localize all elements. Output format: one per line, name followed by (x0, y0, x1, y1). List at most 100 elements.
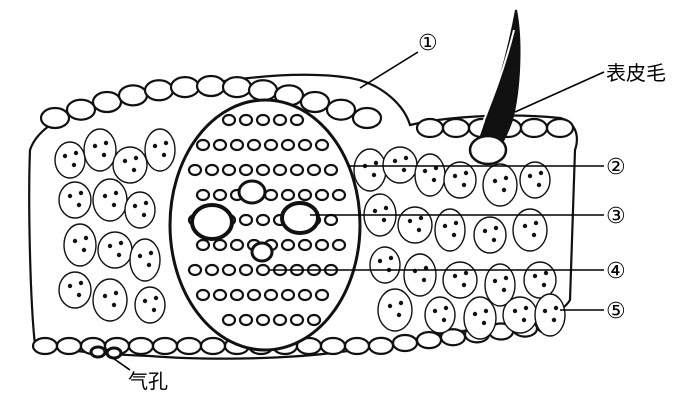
cell (33, 338, 57, 354)
cell (98, 232, 132, 268)
cell (333, 190, 345, 200)
chloroplast (68, 194, 72, 198)
cell (299, 240, 311, 250)
chloroplast (102, 153, 106, 157)
chloroplast (104, 141, 108, 145)
chloroplast (443, 224, 447, 228)
cell (354, 149, 386, 191)
cell (291, 165, 303, 175)
chloroplast (432, 178, 436, 182)
chloroplast (528, 174, 532, 178)
chloroplast (493, 279, 497, 283)
cell (265, 290, 277, 300)
chloroplast (423, 169, 427, 173)
label-part-2: ② (606, 155, 626, 180)
cell (316, 190, 328, 200)
cell (474, 217, 506, 253)
cell (257, 215, 269, 225)
cell (443, 262, 477, 298)
chloroplast (378, 259, 382, 263)
chloroplast (112, 203, 116, 207)
chloroplast (397, 313, 401, 317)
chloroplast (72, 163, 76, 167)
chloroplast (532, 233, 536, 237)
cell (265, 190, 277, 200)
cell (171, 77, 199, 97)
cell (231, 290, 243, 300)
chloroplast (382, 218, 386, 222)
cell (291, 115, 303, 125)
chloroplast (454, 221, 458, 225)
label-part-1: ① (418, 31, 438, 56)
chloroplast (149, 251, 153, 255)
cell (443, 119, 469, 137)
label-part-5: ⑤ (606, 299, 626, 324)
cell (257, 165, 269, 175)
cell (282, 240, 294, 250)
cell (257, 115, 269, 125)
cell (353, 108, 381, 128)
cell (231, 240, 243, 250)
cell (59, 272, 91, 308)
chloroplast (154, 296, 158, 300)
cell (125, 192, 155, 228)
cell (291, 315, 303, 325)
chloroplast (153, 144, 157, 148)
cell (206, 165, 218, 175)
chloroplast (494, 226, 498, 230)
chloroplast (389, 256, 393, 260)
chloroplast (73, 239, 77, 243)
cell (383, 147, 417, 183)
cell (93, 179, 127, 221)
cell (393, 335, 417, 351)
cell (129, 338, 153, 354)
cell (301, 92, 329, 112)
cell (214, 240, 226, 250)
chloroplast (453, 174, 457, 178)
label-part-4: ④ (606, 259, 626, 284)
cell (464, 297, 496, 339)
chloroplast (452, 233, 456, 237)
cell (417, 119, 443, 137)
cell (197, 76, 225, 96)
cell (316, 140, 328, 150)
chloroplast (84, 236, 88, 240)
cell (282, 190, 294, 200)
cell (299, 140, 311, 150)
chloroplast (537, 183, 541, 187)
chloroplast (114, 191, 118, 195)
vessel-right (282, 203, 318, 233)
chloroplast (417, 228, 421, 232)
cell (223, 77, 251, 97)
chloroplast (504, 276, 508, 280)
chloroplast (138, 254, 142, 258)
chloroplast (79, 191, 83, 195)
label-stoma: 气孔 (128, 369, 168, 393)
cell (197, 190, 209, 200)
chloroplast (462, 283, 466, 287)
chloroplast (539, 171, 543, 175)
cell (240, 215, 252, 225)
chloroplast (147, 263, 151, 267)
cell (93, 92, 121, 112)
cell (214, 140, 226, 150)
chloroplast (442, 318, 446, 322)
chloroplast (533, 274, 537, 278)
chloroplast (112, 303, 116, 307)
cell (206, 265, 218, 275)
chloroplast (408, 219, 412, 223)
cell (257, 315, 269, 325)
cell (308, 315, 320, 325)
cell (189, 265, 201, 275)
chloroplast (108, 244, 112, 248)
cell (282, 140, 294, 150)
cell (55, 142, 85, 178)
cell (214, 190, 226, 200)
cell (240, 115, 252, 125)
cell (201, 338, 225, 354)
cell (274, 115, 286, 125)
cell (93, 279, 127, 321)
chloroplast (524, 306, 528, 310)
cell (265, 140, 277, 150)
chloroplast (93, 144, 97, 148)
